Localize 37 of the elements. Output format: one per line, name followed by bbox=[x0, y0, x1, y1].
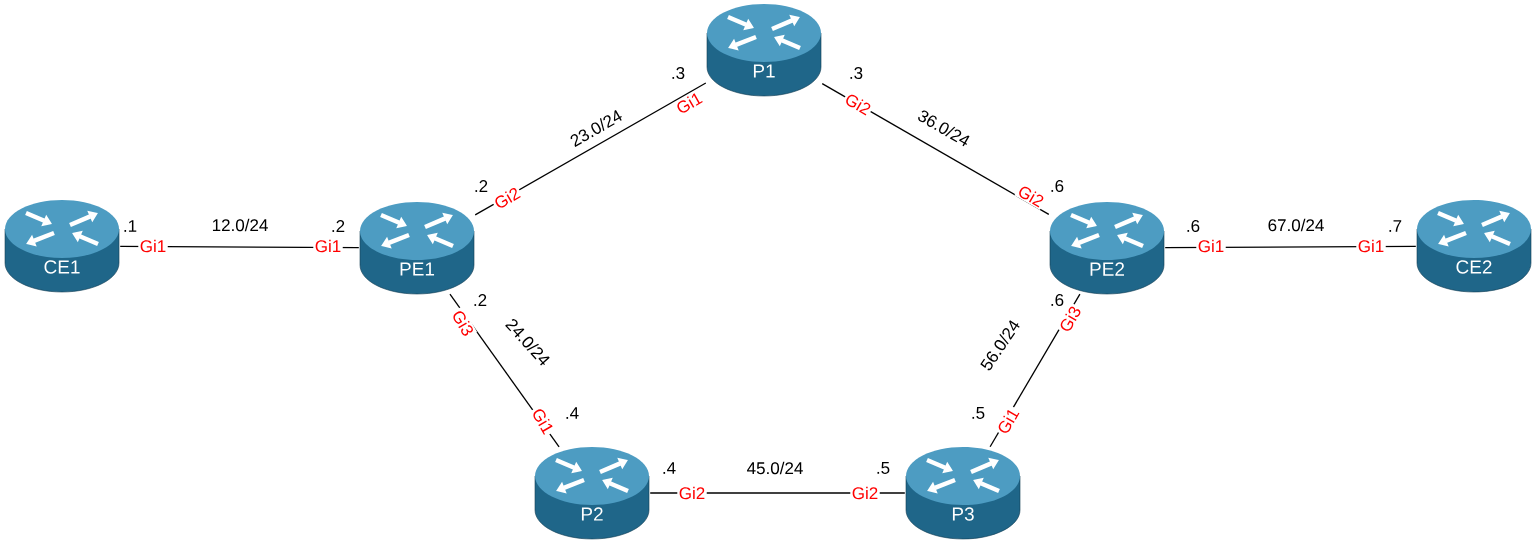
host-address: .2 bbox=[474, 294, 487, 306]
host-address: .4 bbox=[566, 407, 579, 419]
host-address: .4 bbox=[663, 462, 676, 474]
host-address: .1 bbox=[124, 220, 137, 232]
interface-label: Gi2 bbox=[677, 485, 707, 501]
interface-label: Gi2 bbox=[841, 89, 875, 119]
router: CE2 bbox=[1416, 200, 1532, 293]
host-address: .6 bbox=[1051, 180, 1064, 192]
subnet-label: 67.0/24 bbox=[1266, 217, 1326, 233]
router: PE2 bbox=[1049, 202, 1165, 295]
interface-label: Gi1 bbox=[138, 238, 168, 254]
router: PE1 bbox=[359, 202, 475, 295]
router: P3 bbox=[905, 447, 1021, 540]
interface-label: Gi1 bbox=[672, 88, 706, 118]
interface-label: Gi2 bbox=[490, 183, 524, 213]
subnet-label: 12.0/24 bbox=[210, 217, 270, 233]
host-address: .2 bbox=[475, 180, 488, 192]
host-address: .5 bbox=[972, 407, 985, 419]
subnet-label: 45.0/24 bbox=[745, 460, 805, 476]
interface-label: Gi3 bbox=[448, 306, 478, 340]
router: P1 bbox=[706, 4, 822, 97]
router: CE1 bbox=[4, 200, 120, 293]
interface-label: Gi2 bbox=[1014, 181, 1048, 211]
host-address: .3 bbox=[672, 67, 685, 79]
host-address: .7 bbox=[1389, 220, 1402, 232]
interface-label: Gi1 bbox=[1356, 238, 1386, 254]
interface-label: Gi2 bbox=[850, 485, 880, 501]
host-address: .5 bbox=[877, 462, 890, 474]
host-address: .6 bbox=[1187, 219, 1200, 232]
router: P2 bbox=[534, 447, 650, 540]
interface-label: Gi1 bbox=[313, 238, 343, 254]
host-address: .2 bbox=[332, 220, 345, 232]
interface-label: Gi1 bbox=[528, 404, 558, 438]
host-address: .3 bbox=[850, 67, 863, 79]
link-line bbox=[474, 82, 707, 216]
interface-label: Gi1 bbox=[1196, 238, 1226, 254]
interface-label: Gi1 bbox=[993, 404, 1023, 438]
